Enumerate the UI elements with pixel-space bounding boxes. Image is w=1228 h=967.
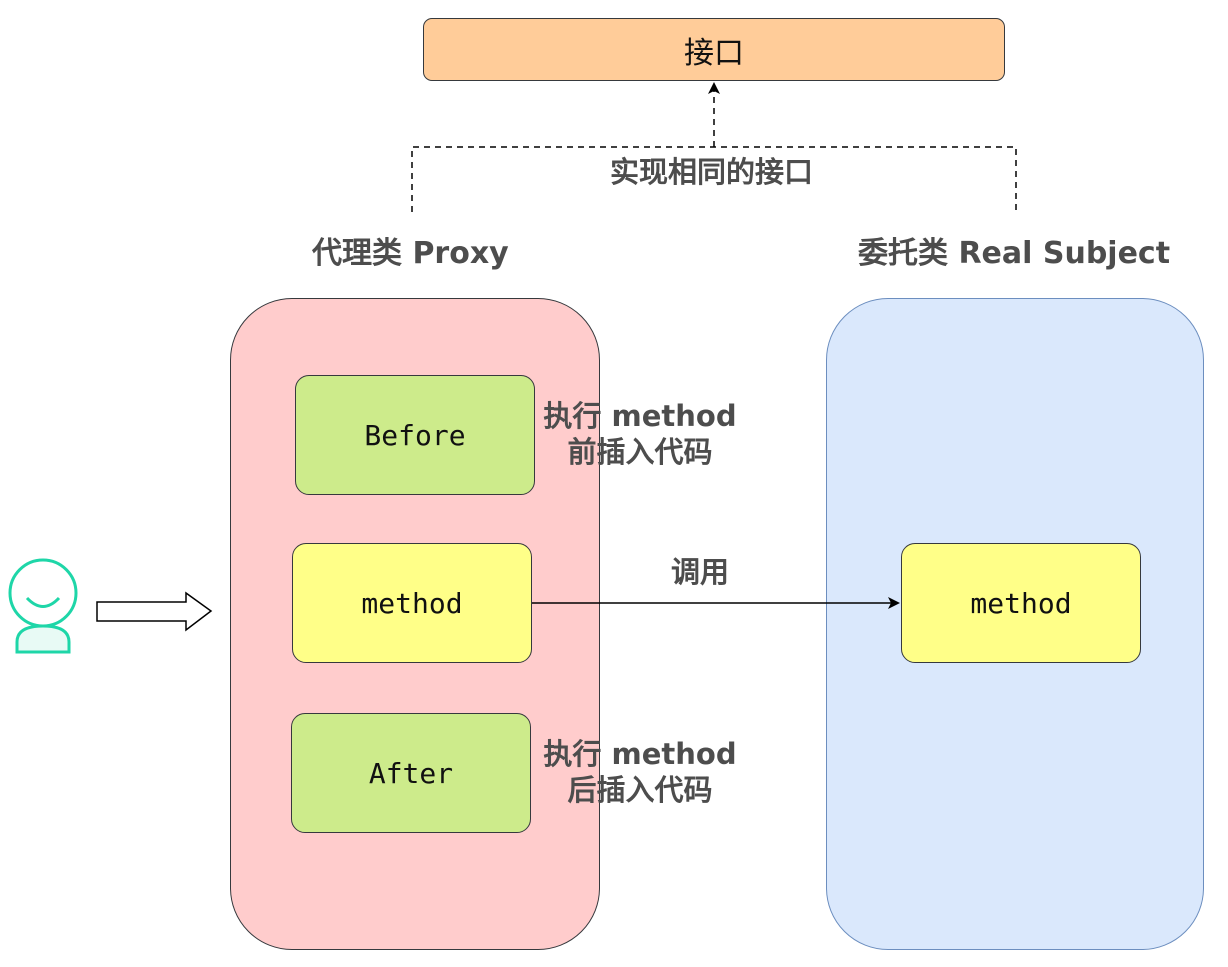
after-label: After (368, 756, 454, 790)
interface-label: 接口 (684, 35, 744, 71)
interface-box: 接口 (423, 18, 1005, 81)
real-method-node: method (901, 543, 1141, 663)
real-subject-title: 委托类 Real Subject (858, 236, 1171, 271)
before-node: Before (295, 375, 535, 495)
proxy-method-label: method (361, 586, 463, 620)
proxy-method-node: method (292, 543, 532, 663)
before-note-line2: 前插入代码 (567, 435, 713, 470)
before-note: 执行 method 前插入代码 (540, 398, 740, 471)
user-icon (8, 558, 78, 654)
real-method-label: method (970, 586, 1072, 620)
after-note-line2: 后插入代码 (567, 773, 713, 808)
hollow-right-arrow-icon (96, 591, 213, 632)
call-label: 调用 (671, 555, 730, 589)
implements-label: 实现相同的接口 (610, 155, 814, 189)
after-node: After (291, 713, 531, 833)
before-note-line1: 执行 method (543, 399, 737, 433)
after-note: 执行 method 后插入代码 (540, 736, 740, 809)
proxy-title: 代理类 Proxy (312, 236, 509, 271)
after-note-line1: 执行 method (543, 737, 737, 771)
before-label: Before (364, 418, 466, 452)
